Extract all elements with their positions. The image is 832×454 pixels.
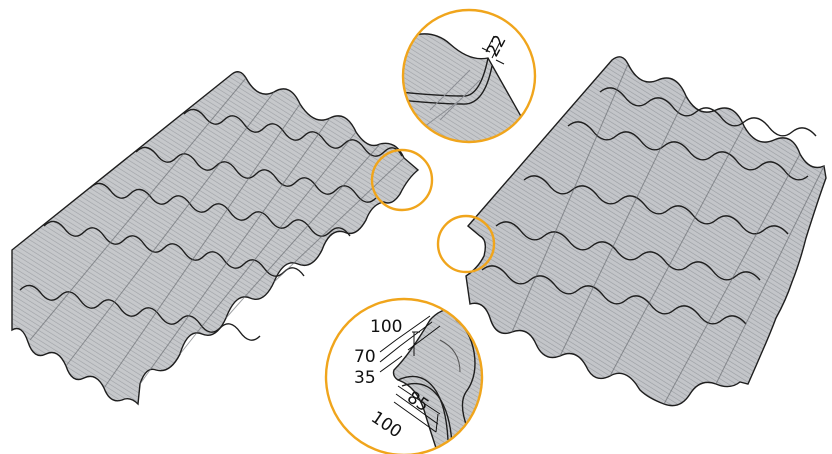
callout-ring-right-edge xyxy=(436,214,496,274)
left-roof-sheet xyxy=(11,71,420,406)
dim-height-35: 35 xyxy=(354,368,376,388)
left-sheet-body xyxy=(11,71,420,406)
right-sheet-body xyxy=(465,56,827,407)
bottom-detail-callout: 100 70 35 85 100 xyxy=(324,297,484,454)
callout-ring-left-edge xyxy=(370,148,434,212)
dim-height-70: 70 xyxy=(354,347,376,367)
top-detail-callout: 22 xyxy=(401,8,537,144)
dim-width-100: 100 xyxy=(370,317,402,337)
right-roof-sheet xyxy=(465,56,827,407)
